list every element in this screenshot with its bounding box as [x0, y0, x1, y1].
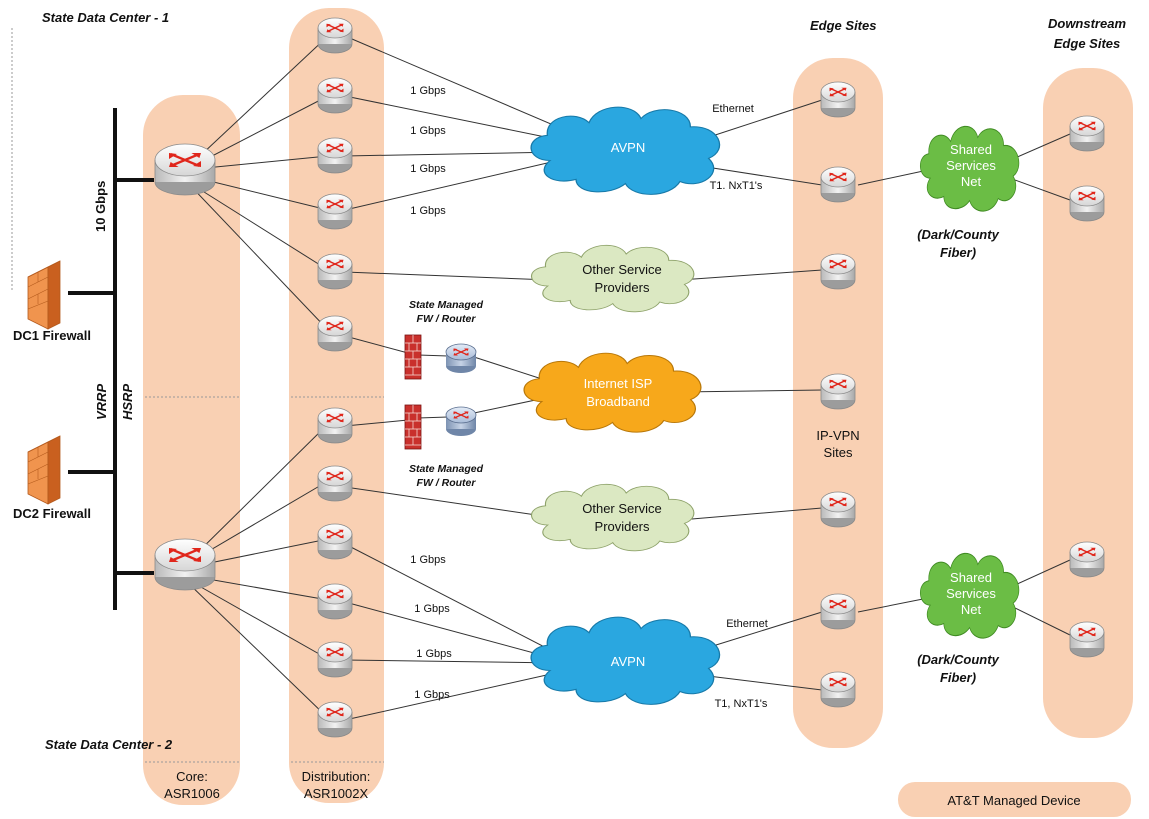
link-label-ethernet-top: Ethernet	[712, 103, 754, 115]
cloud-shared-bottom-line2: Services	[946, 586, 996, 601]
cloud-shared-top-line2: Services	[946, 158, 996, 173]
dist-router-10	[318, 584, 352, 619]
cloud-isp	[523, 352, 702, 433]
separators	[11, 28, 384, 763]
dist-router-4	[318, 194, 352, 229]
dist-router-6	[318, 316, 352, 351]
ten-gbps-label: 10 Gbps	[93, 181, 108, 232]
downstream-router-2	[1070, 186, 1104, 221]
state-router-icon-bottom	[446, 407, 476, 436]
cloud-shared-top-line3: Net	[961, 174, 982, 189]
core-label-line1: Core:	[176, 769, 208, 784]
edge-router-3	[821, 254, 855, 289]
state-managed-bottom-line2: FW / Router	[417, 477, 477, 489]
link-label-t1-top: T1. NxT1's	[710, 180, 763, 192]
links	[184, 35, 1071, 721]
dist-router-5	[318, 254, 352, 289]
state-router-icon-top	[446, 344, 476, 373]
dc2-title: State Data Center - 2	[45, 737, 173, 752]
dist-router-8	[318, 466, 352, 501]
dc2-firewall-label: DC2 Firewall	[13, 506, 91, 521]
edge-router-5	[821, 492, 855, 527]
cloud-other-bottom	[530, 483, 695, 552]
brickwall-firewall-icon-bottom	[404, 404, 422, 450]
link-label-t1-bottom: T1, NxT1's	[715, 698, 768, 710]
link-label-bottom-2: 1 Gbps	[414, 603, 450, 615]
dist-label-line2: ASR1002X	[304, 786, 369, 801]
edge-router-6	[821, 594, 855, 629]
link-label-bottom-4: 1 Gbps	[414, 689, 450, 701]
core-label-line2: ASR1006	[164, 786, 220, 801]
edge-sites-title: Edge Sites	[810, 18, 876, 33]
dist-router-7	[318, 408, 352, 443]
dist-router-11	[318, 642, 352, 677]
dark-fiber-top-line1: (Dark/County	[917, 227, 999, 242]
link-label-top-4: 1 Gbps	[410, 205, 446, 217]
dc2-firewall-icon	[27, 435, 61, 505]
link-label-bottom-1: 1 Gbps	[410, 554, 446, 566]
dist-router-9	[318, 524, 352, 559]
dark-fiber-bottom-line1: (Dark/County	[917, 652, 999, 667]
legend-label: AT&T Managed Device	[947, 793, 1080, 808]
cloud-isp-line1: Internet ISP	[584, 376, 653, 391]
dist-router-3	[318, 138, 352, 173]
dark-fiber-bottom-line2: Fiber)	[940, 670, 976, 685]
dc1-title: State Data Center - 1	[42, 10, 169, 25]
ipvpn-label-line1: IP-VPN	[816, 428, 859, 443]
cloud-avpn-top-label: AVPN	[611, 140, 645, 155]
cloud-isp-line2: Broadband	[586, 394, 650, 409]
cloud-other-top	[530, 244, 695, 313]
legend-box	[898, 782, 1131, 817]
dark-fiber-top-line2: Fiber)	[940, 245, 976, 260]
dc1-firewall-label: DC1 Firewall	[13, 328, 91, 343]
link-label-top-2: 1 Gbps	[410, 125, 446, 137]
ipvpn-label-line2: Sites	[824, 445, 853, 460]
core-router-top	[155, 144, 215, 195]
brickwall-firewall-icon-top	[404, 334, 422, 380]
dist-label-line1: Distribution:	[302, 769, 371, 784]
hsrp-label: HSRP	[120, 384, 135, 420]
link-label-top-1: 1 Gbps	[410, 85, 446, 97]
downstream-router-3	[1070, 542, 1104, 577]
edge-routers	[821, 82, 855, 707]
cloud-shared-bottom-line1: Shared	[950, 570, 992, 585]
link-label-top-3: 1 Gbps	[410, 163, 446, 175]
state-managed-bottom-line1: State Managed	[409, 463, 484, 475]
core-zone	[143, 95, 240, 805]
dist-router-1	[318, 18, 352, 53]
link-label-ethernet-bottom: Ethernet	[726, 618, 768, 630]
downstream-router-1	[1070, 116, 1104, 151]
edge-router-4	[821, 374, 855, 409]
edge-router-1	[821, 82, 855, 117]
dist-router-12	[318, 702, 352, 737]
core-router-bottom	[155, 539, 215, 590]
link-label-bottom-3: 1 Gbps	[416, 648, 452, 660]
downstream-router-4	[1070, 622, 1104, 657]
vrrp-label: VRRP	[94, 384, 109, 420]
downstream-title-line1: Downstream	[1048, 16, 1126, 31]
cloud-other-top-line2: Providers	[595, 280, 650, 295]
downstream-zone	[1043, 68, 1133, 738]
downstream-title-line2: Edge Sites	[1054, 36, 1120, 51]
cloud-shared-bottom-line3: Net	[961, 602, 982, 617]
distribution-zone	[289, 8, 384, 803]
dist-router-2	[318, 78, 352, 113]
cloud-other-top-line1: Other Service	[582, 262, 661, 277]
cloud-shared-top-line1: Shared	[950, 142, 992, 157]
cloud-other-bottom-line2: Providers	[595, 519, 650, 534]
cloud-avpn-bottom-label: AVPN	[611, 654, 645, 669]
edge-router-7	[821, 672, 855, 707]
state-managed-top-line1: State Managed	[409, 299, 484, 311]
state-managed-top-line2: FW / Router	[417, 313, 477, 325]
backbone	[68, 108, 154, 610]
dc1-firewall-icon	[27, 260, 61, 330]
edge-router-2	[821, 167, 855, 202]
cloud-other-bottom-line1: Other Service	[582, 501, 661, 516]
